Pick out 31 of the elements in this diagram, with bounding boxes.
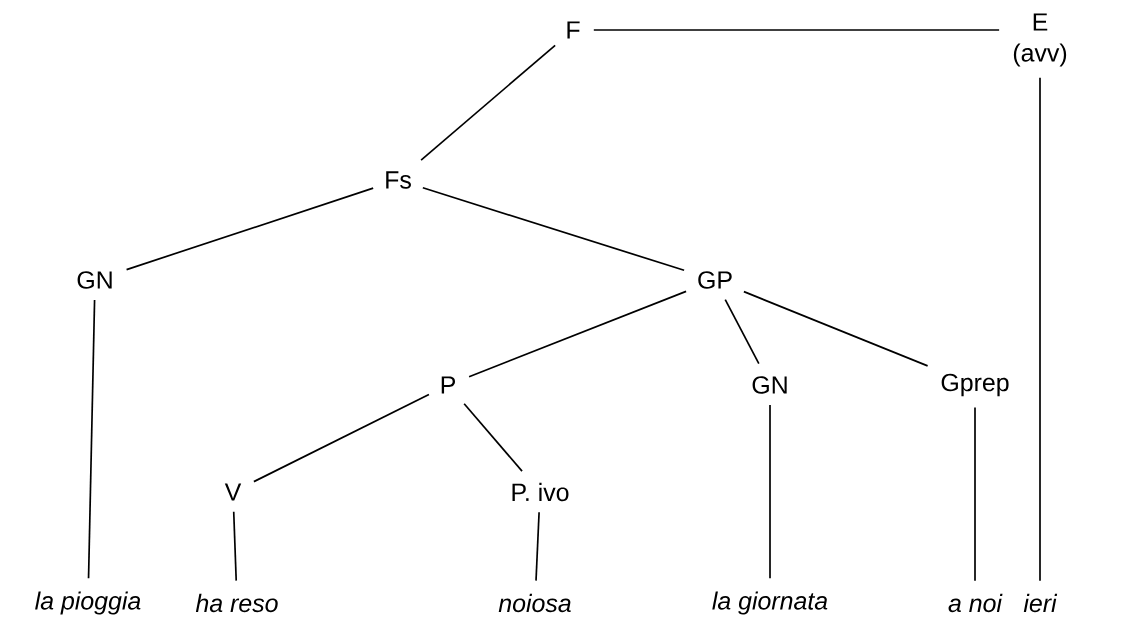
category-label: E (avv) bbox=[1013, 13, 1067, 67]
tree-branch bbox=[422, 186, 685, 272]
tree-branch bbox=[232, 510, 238, 582]
category-label: F bbox=[567, 21, 580, 39]
category-label: Gprep bbox=[941, 373, 1009, 397]
category-label: GN bbox=[752, 376, 787, 394]
tree-branch bbox=[535, 511, 540, 582]
leaf-word: la pioggia bbox=[35, 591, 141, 615]
category-label: GP bbox=[698, 271, 732, 289]
category-label: GN bbox=[77, 271, 112, 289]
tree-branch bbox=[724, 298, 760, 365]
tree-branch bbox=[1039, 76, 1041, 582]
category-label: V bbox=[224, 483, 242, 501]
category-label: P bbox=[441, 376, 455, 394]
tree-branch bbox=[592, 29, 1000, 31]
tree-branch bbox=[253, 393, 430, 483]
tree-branch bbox=[974, 406, 976, 582]
tree-branch bbox=[468, 290, 687, 378]
tree-branch bbox=[125, 187, 374, 271]
leaf-word: ieri bbox=[1023, 593, 1058, 613]
tree-branch bbox=[769, 404, 771, 580]
category-label: Fs bbox=[386, 171, 411, 189]
category-label: P. ivo bbox=[512, 482, 569, 502]
leaf-word: noiosa bbox=[498, 593, 571, 613]
leaf-word: a noi bbox=[948, 593, 1003, 613]
tree-branch bbox=[420, 44, 556, 162]
tree-branch bbox=[463, 402, 523, 472]
tree-branch bbox=[743, 290, 929, 367]
leaf-word: la giornata bbox=[712, 591, 828, 615]
tree-branch bbox=[87, 299, 96, 580]
leaf-word: ha reso bbox=[195, 593, 278, 613]
